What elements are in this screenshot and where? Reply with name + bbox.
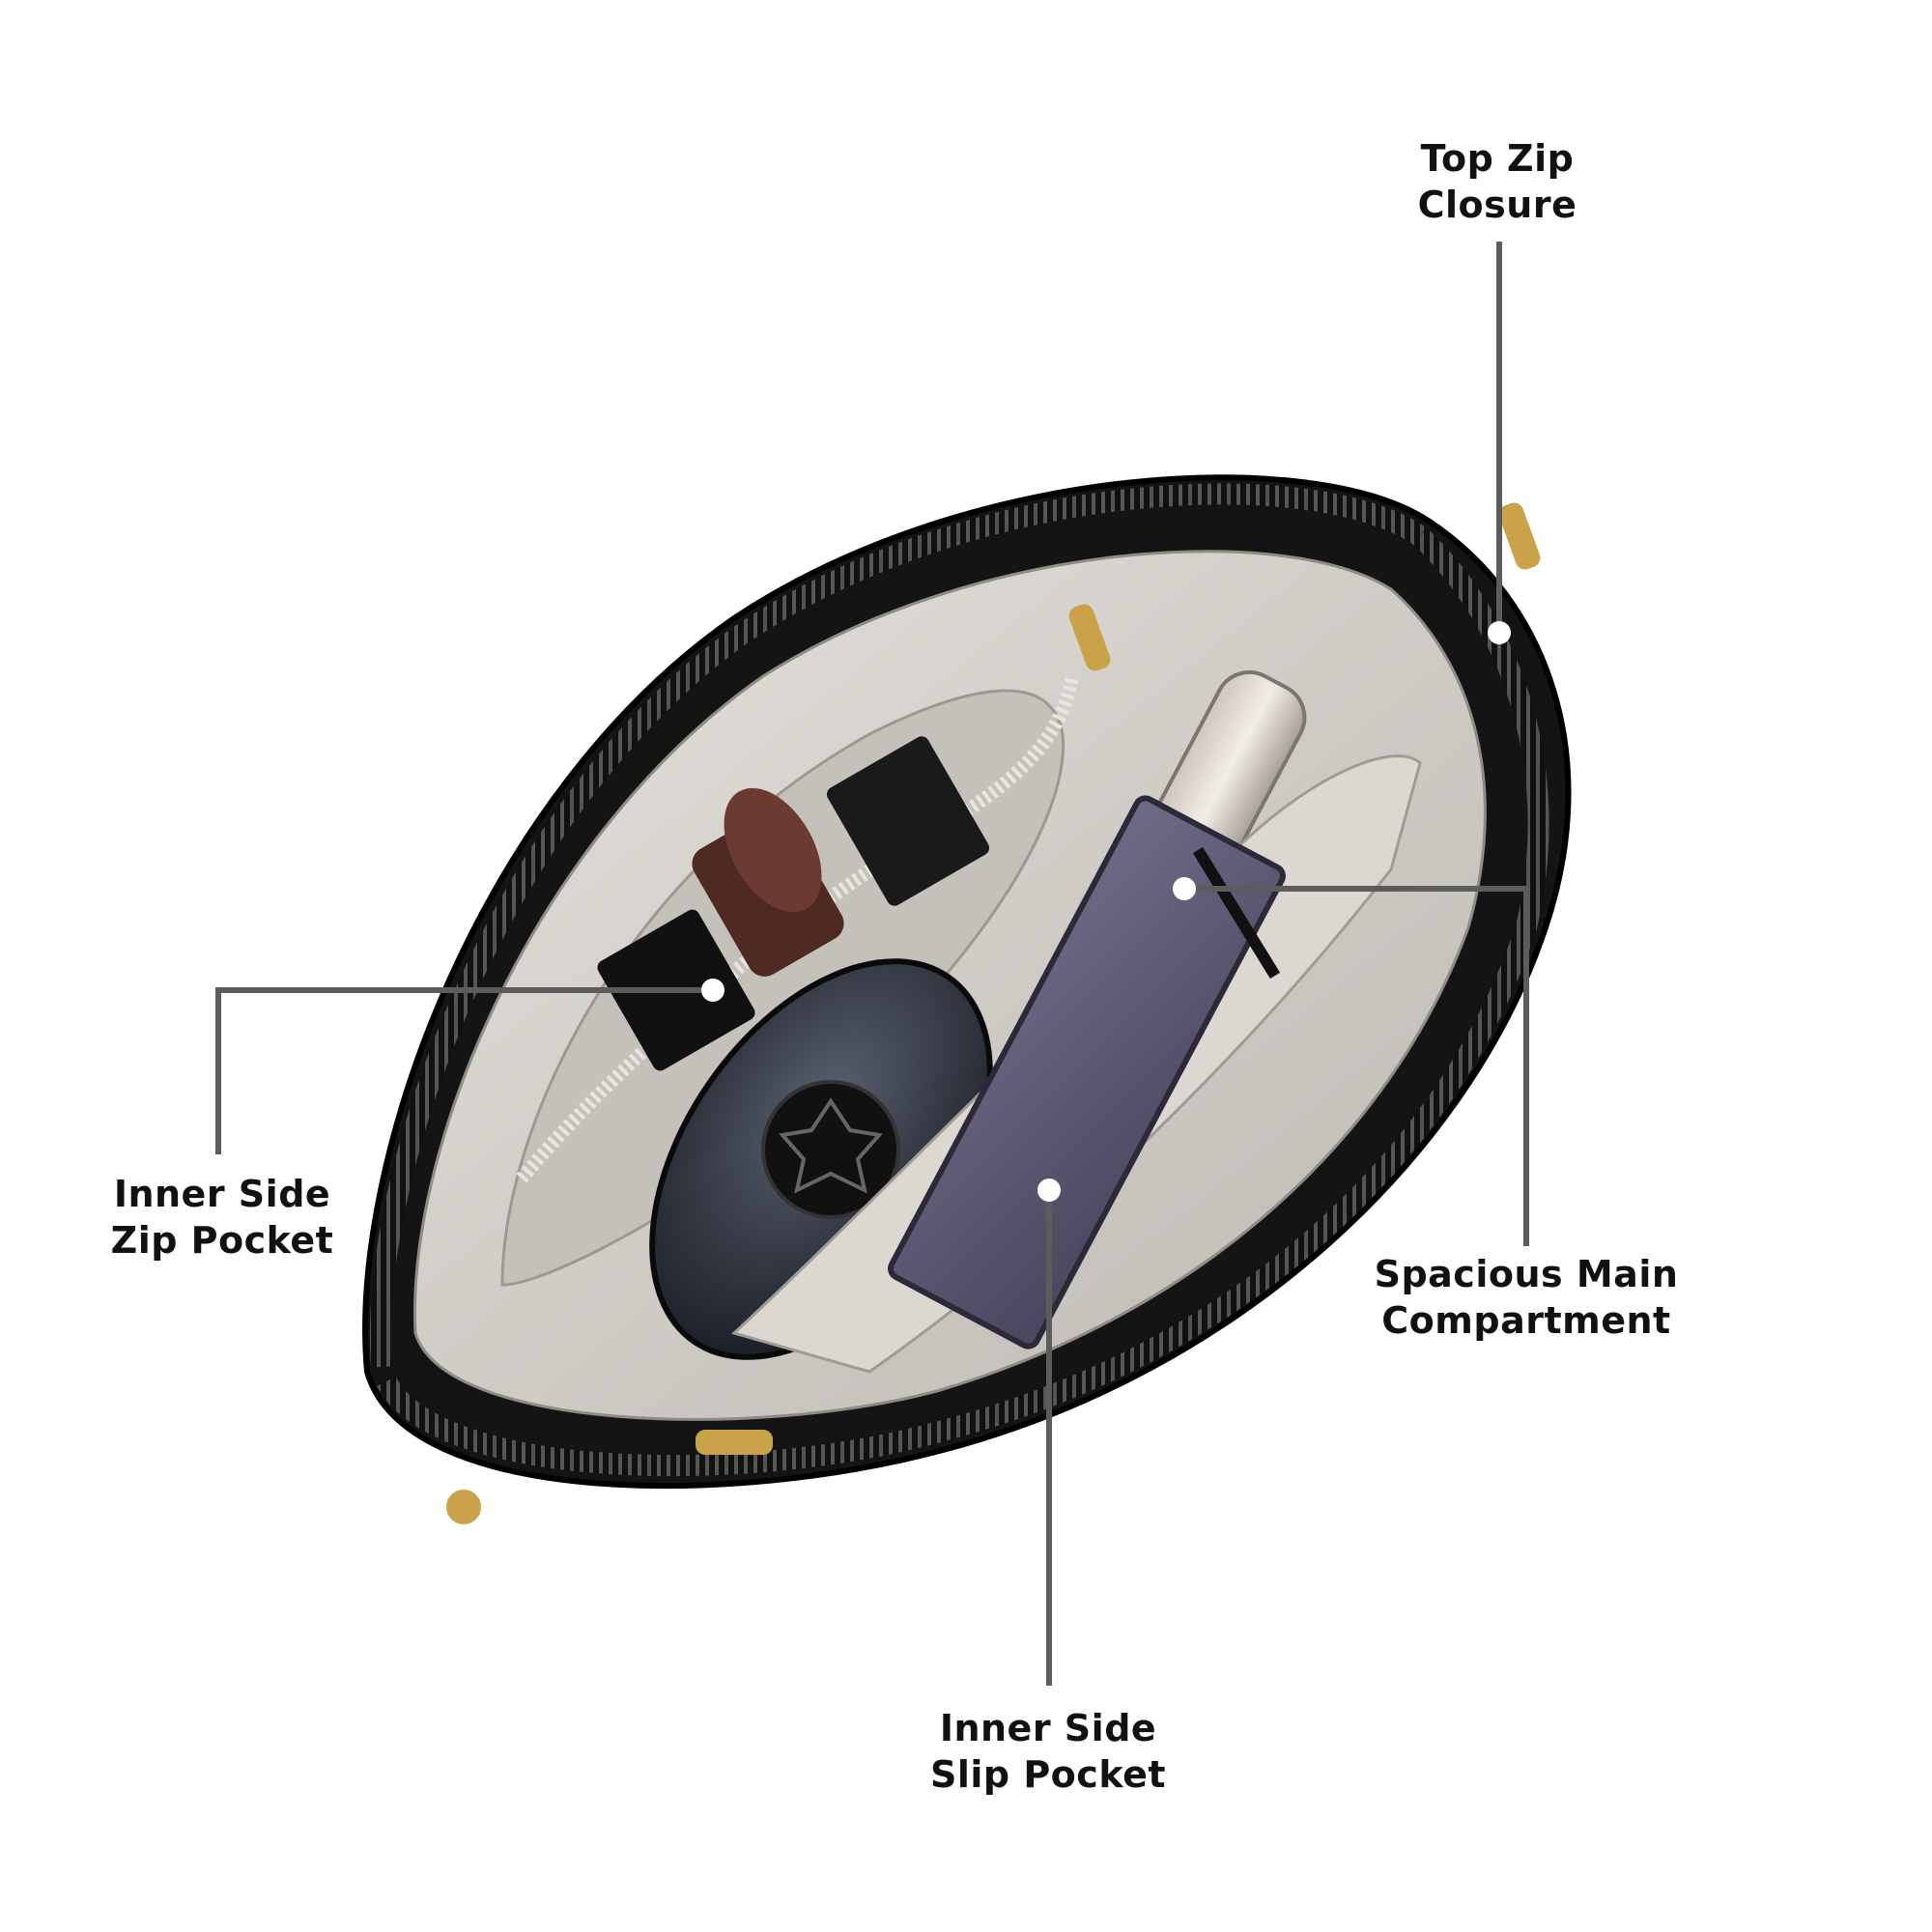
callout-spacious-main-compartment: Spacious Main Compartment xyxy=(1348,1251,1705,1344)
callout-inner-side-slip-pocket: Inner Side Slip Pocket xyxy=(889,1705,1208,1798)
callout-slip-pocket-line2: Slip Pocket xyxy=(929,1753,1167,1796)
leader-line-zip-pocket xyxy=(215,987,713,1154)
callout-top-zip-line1: Top Zip xyxy=(1420,137,1575,180)
callout-zip-pocket-line2: Zip Pocket xyxy=(110,1219,334,1262)
callout-zip-pocket-line1: Inner Side xyxy=(113,1173,331,1215)
gold-zip-pulls xyxy=(446,502,1541,1524)
marker-dot-top-zip xyxy=(1488,621,1511,644)
callout-slip-pocket-line1: Inner Side xyxy=(939,1707,1157,1749)
leader-lines xyxy=(215,242,1529,1686)
callout-main-compartment-line2: Compartment xyxy=(1381,1299,1671,1342)
callout-top-zip-closure: Top Zip Closure xyxy=(1333,135,1662,228)
slip-pocket xyxy=(731,754,1422,1374)
leader-line-main-compartment xyxy=(1184,886,1529,1246)
marker-dots xyxy=(701,621,1511,1202)
marker-dot-slip-pocket xyxy=(1037,1179,1061,1202)
marker-dot-main-compartment xyxy=(1173,877,1196,900)
callout-main-compartment-line1: Spacious Main xyxy=(1374,1253,1679,1295)
callout-inner-side-zip-pocket: Inner Side Zip Pocket xyxy=(68,1171,377,1264)
callout-top-zip-line2: Closure xyxy=(1417,184,1577,226)
marker-dot-zip-pocket xyxy=(701,979,724,1002)
